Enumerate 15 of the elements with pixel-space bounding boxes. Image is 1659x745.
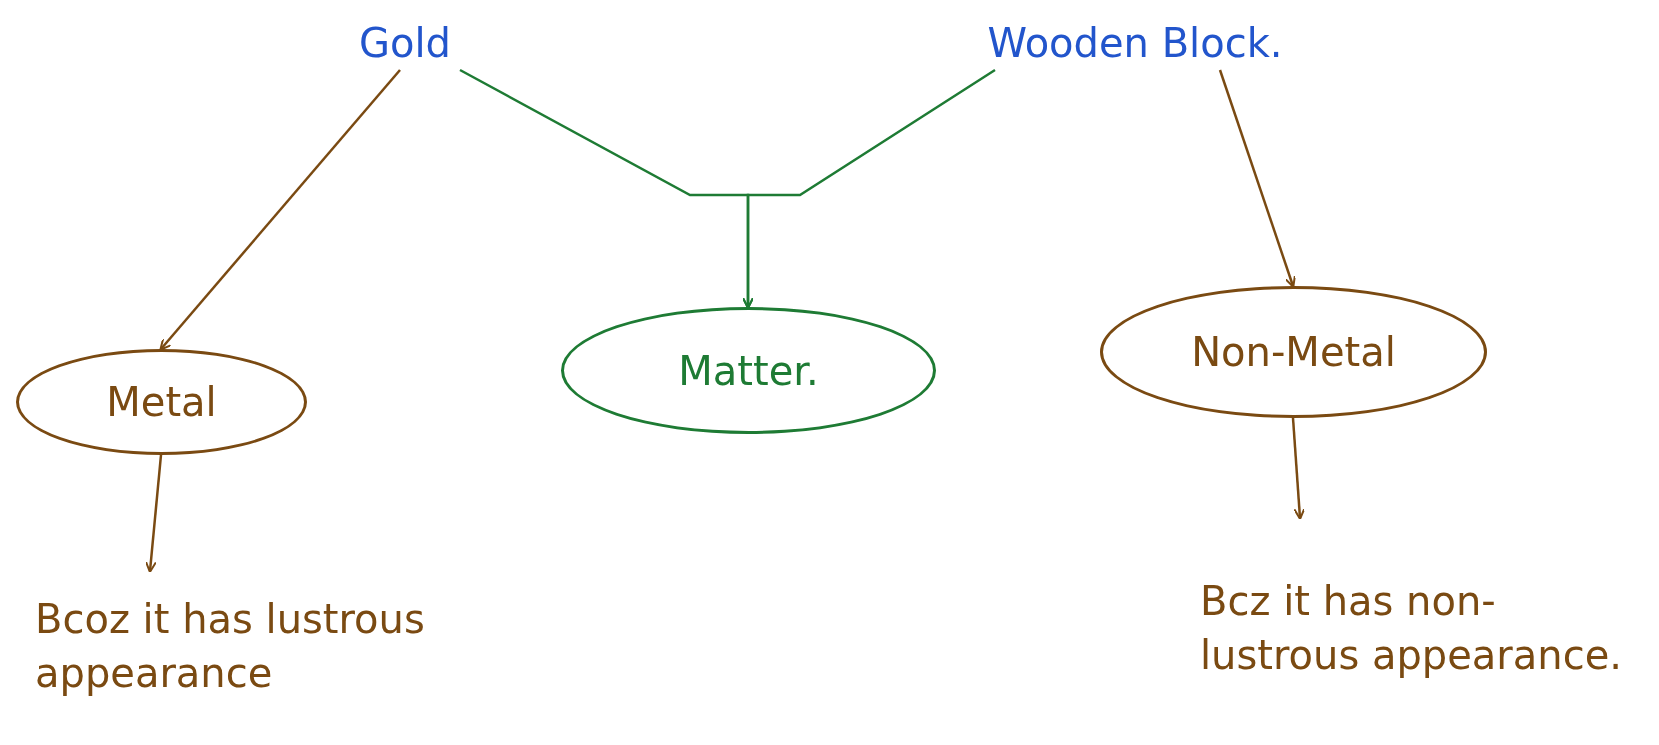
note-text: Bcoz it has lustrous appearance <box>35 595 426 698</box>
arrow <box>742 68 996 309</box>
node-label: Matter. <box>678 346 819 396</box>
arrow <box>159 69 401 351</box>
node-label: Gold <box>359 18 451 68</box>
node-label: Non-Metal <box>1191 328 1396 377</box>
note-text: Bcz it has non- lustrous appearance. <box>1200 577 1623 680</box>
ellipse-node <box>561 307 936 434</box>
ellipse-node <box>1100 286 1487 418</box>
arrow <box>144 454 163 573</box>
node-label: Metal <box>106 378 217 427</box>
arrow <box>1218 69 1296 288</box>
arrow <box>1291 417 1306 520</box>
ellipse-node <box>16 349 307 455</box>
node-label: Wooden Block. <box>987 18 1283 68</box>
